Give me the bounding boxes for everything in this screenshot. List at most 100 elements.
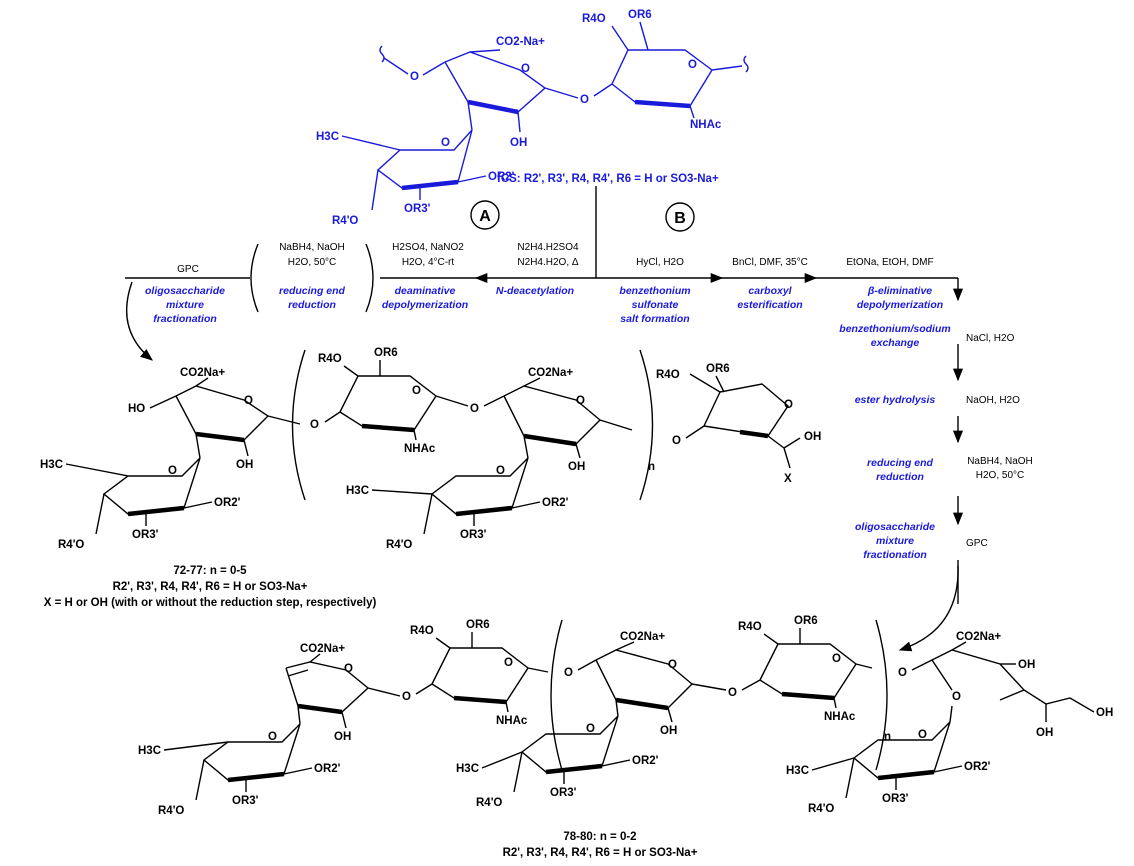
route-a-step3-cond1: NaBH4, NaOH [279,242,345,253]
product-b-line2: R2', R3', R4, R4', R6 = H or SO3-Na+ [503,847,698,859]
pb-o-link4: O [898,667,907,679]
bracket-left [250,243,259,313]
pb-or2-3: OR2' [964,761,991,773]
pa-o-ring-end: O [784,399,793,411]
route-b-step7-desc3: fractionation [863,549,927,561]
route-a-step1-desc: N-deacetylation [496,285,574,297]
atom-r4po-start: R4'O [332,215,358,227]
route-a-step1-cond2: N2H4.H2O, Δ [517,257,578,268]
route-a-step2-desc1: deaminative [395,285,456,297]
pa-oh-2: OH [568,461,585,473]
pb-oh-3: OH [1018,659,1035,671]
pb-or3-3: OR3' [882,793,909,805]
route-b-step4-desc2: exchange [871,337,920,349]
pa-h3c-2: H3C [346,485,369,497]
route-b-step5-cond: NaOH, H2O [966,395,1020,406]
pb-h3c-2: H3C [456,763,479,775]
pb-o-link1: O [402,691,411,703]
pb-o-fuc3: O [918,729,927,741]
pa-r4o: R4O [318,353,342,365]
pa-or2-2: OR2' [542,497,569,509]
route-b-step2-cond: BnCl, DMF, 35°C [732,257,808,268]
atom-or2-start: OR2' [488,171,515,183]
route-b-step4-desc1: benzethonium/sodium [839,323,950,335]
pb-r4o-1: R4O [410,625,434,637]
pb-r4o-2: R4O [738,621,762,633]
bracket-right [365,243,374,313]
atom-or3-start: OR3' [404,203,431,215]
product-b-line1: 78-80: n = 0-2 [563,831,636,843]
pb-co2na-3: CO2Na+ [956,631,1001,643]
pa-paren-right [639,349,654,501]
route-b-step6-desc1: reducing end [867,457,934,469]
pa-o-ring2: O [412,385,421,397]
pa-paren-left [291,349,306,501]
pb-paren-right [875,619,888,771]
route-b-step4-cond: NaCl, H2O [966,333,1015,344]
pa-nhac: NHAc [404,443,436,455]
product-b-structure: CO2Na+ O OH O R4O OR6 O NHAc O CO2Na+ O … [138,615,1113,817]
route-a-step3-desc1: reducing end [279,285,346,297]
route-a-step4-desc2: mixture [166,299,204,311]
pb-nhac-2: NHAc [824,711,856,723]
pa-oh-end: OH [804,431,821,443]
pb-o-link3: O [728,687,737,699]
route-b-step3-desc1: β-eliminative [867,285,932,297]
route-b-step1-cond: HyCl, H2O [636,257,684,268]
route-b-step6-cond1: NaBH4, NaOH [967,456,1033,467]
atom-co2na-start: CO2-Na+ [496,36,545,48]
pb-oh-2: OH [660,725,677,737]
pa-o-link3: O [672,435,681,447]
route-b-step7-desc2: mixture [876,535,914,547]
pa-o-ring3: O [576,395,585,407]
route-b-letter: B [674,210,686,227]
pb-h3c-3: H3C [786,765,809,777]
atom-o-ring2: O [688,59,697,71]
route-b-step1-desc1: benzethonium [619,285,690,297]
route-b-step2-desc2: esterification [737,299,802,311]
route-a-step2-cond1: H2SO4, NaNO2 [392,242,464,253]
product-a-structure: HO CO2Na+ O OH O R4O OR6 O NHAc O CO2Na+… [40,347,821,551]
pb-o-ring4: O [832,653,841,665]
route-b-step6-desc2: reduction [876,471,924,483]
pb-o-ring2: O [504,657,513,669]
pa-r4o-end: R4O [656,369,680,381]
starting-fcs-structure: O CO2-Na+ O OH O R4O OR6 O NHAc O H3C OR… [316,9,749,227]
pa-o-link1: O [310,419,319,431]
product-a-line2: R2', R3', R4, R4', R6 = H or SO3-Na+ [113,581,308,593]
pa-o-link2: O [470,403,479,415]
pb-or2-2: OR2' [632,755,659,767]
pb-o-fuc1: O [268,731,277,743]
pb-h3c-1: H3C [138,745,161,757]
pb-or3-2: OR3' [550,787,577,799]
pa-or3-1: OR3' [132,529,159,541]
start-label: fCS: R2', R3', R4, R4', R6 = H or SO3-Na… [497,173,719,185]
pa-r4po-2: R4'O [386,539,412,551]
product-a-line1: 72-77: n = 0-5 [173,565,247,577]
atom-r4o-start: R4O [582,13,606,25]
arrow-curve-to-product-b [898,565,959,652]
atom-or6-start: OR6 [628,9,652,21]
pb-or6-1: OR6 [466,619,490,631]
pa-o-ring1: O [244,395,253,407]
pb-o-fuc2: O [586,723,595,735]
route-a-circle [470,200,500,230]
atom-o-ring: O [521,63,530,75]
route-a-step3-desc2: reduction [288,299,336,311]
atom-oh-start: OH [510,137,527,149]
atom-nhac-start: NHAc [690,119,722,131]
atom-o-link: O [580,94,589,106]
route-b-step2-desc1: carboxyl [748,285,792,297]
pb-nhac-1: NHAc [496,715,528,727]
pa-h3c-1: H3C [40,459,63,471]
pa-n: n [648,461,655,473]
route-a-step2-cond2: H2O, 4°C-rt [402,257,455,268]
arrow-curve-to-product-a [125,281,153,361]
pa-co2na-1: CO2Na+ [180,367,225,379]
route-b-step7-cond: GPC [966,538,988,549]
atom-o-fuc: O [441,137,450,149]
pb-or2-1: OR2' [314,763,341,775]
route-a-step2-desc2: depolymerization [382,299,468,311]
pa-o-fuc2: O [496,465,505,477]
